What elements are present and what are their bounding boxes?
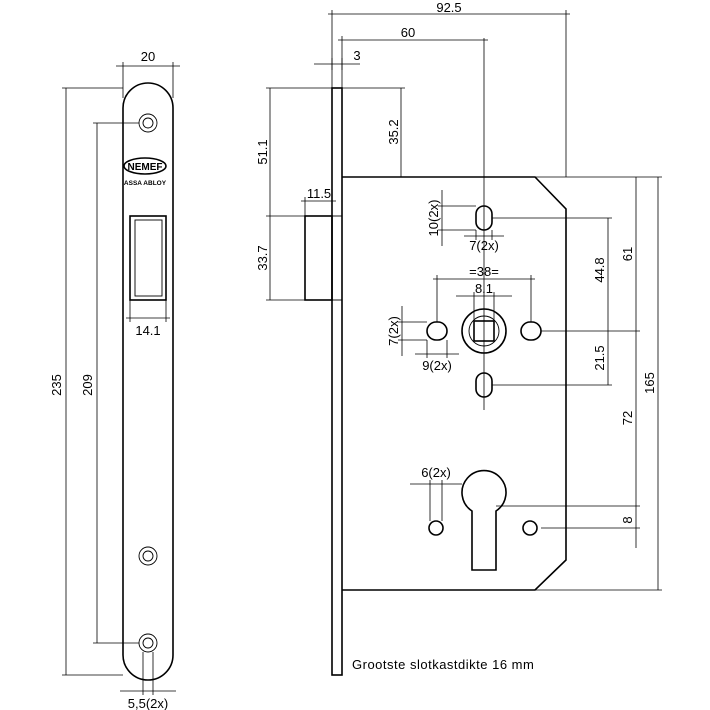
dim-side-hole-height: 7(2x) [386,316,401,346]
dim-latch-projection: 11.5 [307,186,331,201]
dim-slot-width: 7(2x) [469,238,499,253]
case-dimensions: 92.5 60 3 35.2 51.1 33.7 11.5 10(2x) [255,0,662,591]
caption-text: Grootste slotkastdikte 16 mm [352,657,534,672]
cylinder-side-hole-left [428,520,444,536]
dim-hole-spacing: 209 [80,374,95,396]
side-hole-right [520,321,542,341]
side-hole-left [426,321,448,341]
dim-latch-height: 33.7 [255,245,270,270]
dim-case-height: 165 [642,372,657,394]
dim-faceplate-width: 20 [141,49,155,64]
nemef-logo: NEMEF ASSA ABLOY [123,157,167,187]
dim-overall-depth: 92.5 [436,0,461,15]
dim-spindle: 8.1 [475,281,493,296]
dim-cylinder-offset: 8 [620,516,635,523]
dim-follower-to-slot: 21.5 [592,345,607,370]
screw-hole-bottom [138,633,158,653]
dim-screw-hole: 5,5(2x) [128,696,168,710]
dim-total-length: 235 [49,374,64,396]
dim-backset: 60 [401,25,415,40]
dim-cylinder-hole: 6(2x) [421,465,451,480]
faceplate-front-view: NEMEF ASSA ABLOY 20 235 209 14.1 5 [49,49,180,710]
logo-text: NEMEF [128,162,163,173]
dim-latch-width: 14.1 [135,323,160,338]
dim-slot-height: 10(2x) [426,200,441,237]
latch-opening [129,215,167,301]
faceplate-outline [122,82,174,681]
case-body [342,176,567,591]
faceplate-edge [331,87,343,676]
dim-faceplate-thickness: 3 [353,48,360,63]
screw-hole-top [138,113,158,133]
dim-follower-to-top: 44.8 [592,257,607,282]
cylinder-hole [461,469,507,571]
screw-hole-middle [138,546,158,566]
dim-follower-spacing: =38= [469,264,499,279]
lock-case-side-view [304,38,567,676]
latch-bolt [304,215,333,301]
cylinder-side-hole-right [522,520,538,536]
dim-face-top-to-latch: 51.1 [255,139,270,164]
dim-top-to-follower: 61 [620,247,635,261]
dim-case-to-latch: 35.2 [386,119,401,144]
dim-follower-to-cylinder: 72 [620,411,635,425]
assa-abloy-text: ASSA ABLOY [124,180,167,187]
dim-side-hole-width: 9(2x) [422,358,452,373]
